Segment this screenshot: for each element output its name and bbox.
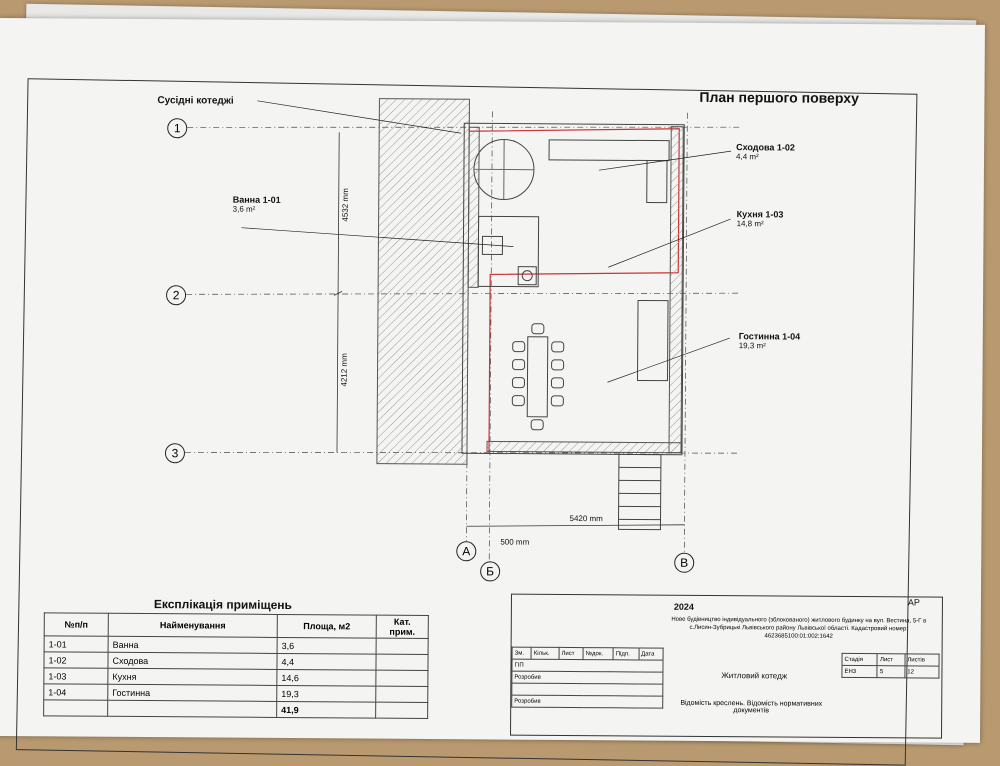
explication-table: №п/п Найменування Площа, м2 Кат. прим. 1… [43,612,429,719]
title-block: 2024 АР Нове будівництво індивідуального… [510,594,943,739]
stamp-sheet-name: Відомість креслень. Відомість нормативни… [671,700,831,715]
total-area: 41,9 [277,701,376,718]
cell [512,683,663,696]
room-label-bath: Ванна 1-01 3,6 m² [233,195,281,214]
cell [376,638,428,654]
cell: Гостинна [108,684,277,701]
room-label-kitchen: Кухня 1-03 14,8 m² [737,209,784,228]
cell: 1-02 [44,652,108,668]
col-header: Площа, м2 [277,614,376,638]
col-header: Кат. прим. [376,615,428,638]
cell: Лист [559,647,583,659]
drawing-sheet: План першого поверху Сусідні котеджі 1 2… [0,18,985,743]
cell: 4,4 [277,653,376,670]
cell [376,686,428,702]
cell: 19,3 [277,685,376,702]
cell: 1-04 [44,684,108,700]
cell: Дата [639,648,664,660]
cell: 3,6 [277,637,376,654]
cell: Зм. [512,647,531,659]
cell [376,670,428,686]
cell: Стадія [842,653,878,665]
stamp-project: Нове будівництво індивідуального (зблоко… [664,616,934,642]
table-header-row: №п/п Найменування Площа, м2 Кат. прим. [44,613,428,639]
cell: Кухня [108,668,277,685]
cell: 14,6 [277,669,376,686]
cell: 1-01 [44,636,108,652]
stamp-object: Житловий котедж [721,671,787,680]
stamp-year: 2024 [674,602,694,612]
cell: Розробив [512,671,663,684]
cell: Розробив [512,695,663,708]
cell: Лист [877,654,904,666]
explication-title: Експлікація приміщень [154,597,292,612]
col-header: №п/п [44,613,108,636]
dimension-4212: 4212 mm [340,353,349,386]
cell: Підп. [613,648,639,660]
cell: Кільк. [531,647,559,659]
cell: 5 [877,666,904,678]
dimension-4532: 4532 mm [341,188,350,221]
cell: №док. [583,648,613,660]
cell: Листів [905,654,939,666]
cell: 12 [905,666,939,678]
room-label-living: Гостинна 1-04 19,3 m² [739,331,801,350]
cell: ГІП [512,659,663,672]
cell [376,654,428,670]
dimension-5420: 5420 mm [569,514,602,523]
cell: Ванна [108,636,277,653]
cell: ЕН3 [842,665,878,677]
table-total-row: 41,9 [44,700,428,719]
cell: 1-03 [44,668,108,684]
col-header: Найменування [108,613,277,637]
room-label-stairs: Сходова 1-02 4,4 m² [736,142,795,161]
cell: Сходова [108,652,277,669]
dimension-500: 500 mm [500,538,529,547]
stamp-code: АР [908,597,920,607]
